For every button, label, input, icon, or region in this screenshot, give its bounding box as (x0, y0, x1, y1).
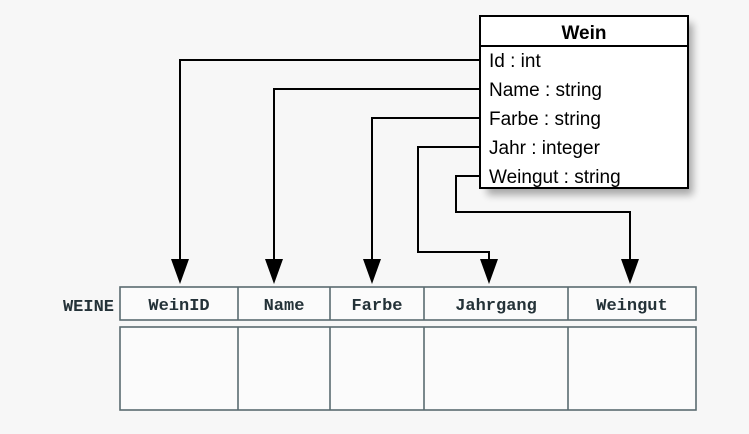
table-header-cell-weinid: WeinID (148, 297, 209, 316)
table-header-row (119, 286, 697, 321)
arrow-head-icon (265, 259, 283, 284)
table-header-cell-weingut: Weingut (596, 297, 667, 316)
connector-group (171, 59, 639, 284)
table-row[interactable] (119, 326, 697, 411)
class-attribute-jahr: Jahr : integer (489, 138, 601, 159)
table-header-cell-jahrgang: Jahrgang (455, 297, 537, 316)
class-box-outline (479, 15, 689, 189)
class-attribute-farbe: Farbe : string (489, 109, 601, 130)
arrow-head-icon (363, 259, 381, 284)
arrow-head-icon (171, 259, 189, 284)
class-box-wein[interactable]: Wein Id : int Name : string Farbe : stri… (479, 15, 693, 195)
table-header-cell-name: Name (264, 297, 305, 316)
connector-path (273, 88, 480, 262)
class-attribute-id: Id : int (489, 51, 541, 72)
class-title: Wein (561, 23, 606, 44)
connector-path (179, 59, 480, 262)
class-attribute-name: Name : string (489, 80, 602, 101)
connector-id-to-weinid (171, 59, 480, 284)
connector-path (417, 146, 490, 262)
table-header-cell-farbe: Farbe (351, 297, 402, 316)
connector-farbe-to-farbe (363, 117, 480, 284)
connector-name-to-name (265, 88, 480, 284)
relational-table-weine[interactable]: WEINE WeinID Name Farbe Jahrgang Weingut (63, 286, 697, 411)
connector-path (371, 117, 480, 262)
class-attribute-weingut: Weingut : string (489, 167, 621, 188)
table-name-label: WEINE (63, 298, 114, 317)
connector-path (455, 175, 631, 262)
connector-weingut-to-weingut (455, 175, 639, 284)
arrow-head-icon (480, 259, 498, 284)
arrow-head-icon (621, 259, 639, 284)
connector-jahr-to-jahrgang (417, 146, 498, 284)
